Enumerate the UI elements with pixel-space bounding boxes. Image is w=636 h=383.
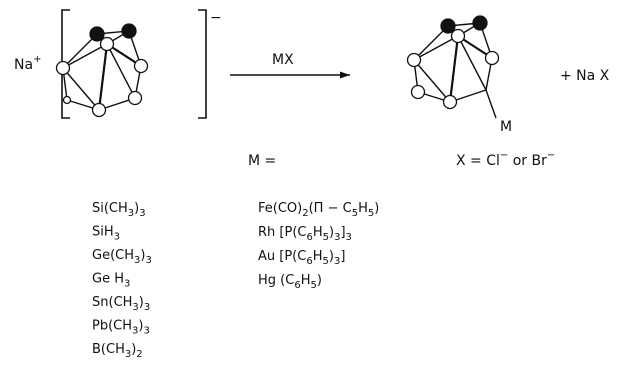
black-vertex	[89, 26, 105, 42]
substituent-formula: Ge(CH3)3	[92, 248, 152, 266]
substituent-formula: Ge H3	[92, 272, 130, 290]
m-definition-label: M =	[248, 153, 276, 169]
substituent-formula: B(CH3)2	[92, 342, 143, 360]
product-cluster-structure	[406, 15, 500, 119]
substituent-formula: Rh [P(C6H5)3]3	[258, 225, 352, 243]
cluster-bond	[457, 35, 487, 91]
cluster-bond	[413, 35, 459, 61]
substituent-formula: Au [P(C6H5)3]	[258, 249, 345, 267]
substituent-bond	[485, 89, 497, 119]
small-vertex	[62, 95, 72, 105]
anion-cluster-structure	[55, 23, 149, 118]
cluster-bond	[97, 43, 109, 111]
white-vertex	[410, 84, 426, 100]
x-definition-label: X = Cl− or Br−	[456, 150, 555, 169]
white-vertex	[442, 94, 458, 110]
cluster-bond	[62, 43, 108, 69]
black-vertex	[440, 18, 456, 34]
white-vertex	[450, 28, 466, 44]
sodium-cation-label: Na+	[14, 54, 41, 73]
black-vertex	[121, 23, 137, 39]
substituent-formula: Sn(CH3)3	[92, 295, 150, 313]
white-vertex	[406, 52, 422, 68]
substituent-formula: Fe(CO)2(Π − C5H5)	[258, 201, 379, 219]
white-vertex	[133, 58, 149, 74]
byproduct-label: + Na X	[560, 68, 610, 84]
substituent-formula: Pb(CH3)3	[92, 319, 150, 337]
anion-charge: −	[210, 10, 222, 26]
product-substituent-label: M	[500, 119, 512, 135]
cluster-bond	[62, 67, 100, 111]
cluster-bond	[106, 43, 136, 99]
reagent-label: MX	[272, 52, 294, 68]
cluster-bond	[448, 35, 460, 103]
substituent-formula: Hg (C6H5)	[258, 273, 322, 291]
substituent-list-right: Fe(CO)2(Π − C5H5) Rh [P(C6H5)3]3 Au [P(C6H…	[258, 201, 379, 291]
white-vertex	[484, 50, 500, 66]
substituent-formula: Si(CH3)3	[92, 201, 146, 219]
black-vertex	[472, 15, 488, 31]
white-vertex	[127, 90, 143, 106]
cluster-bond	[62, 33, 98, 69]
white-vertex	[55, 60, 71, 76]
cluster-bond	[413, 25, 449, 61]
cluster-bond	[413, 59, 451, 103]
white-vertex	[99, 36, 115, 52]
right-bracket	[198, 9, 207, 119]
white-vertex	[91, 102, 107, 118]
substituent-formula: SiH3	[92, 225, 120, 243]
reaction-arrow	[230, 71, 350, 79]
